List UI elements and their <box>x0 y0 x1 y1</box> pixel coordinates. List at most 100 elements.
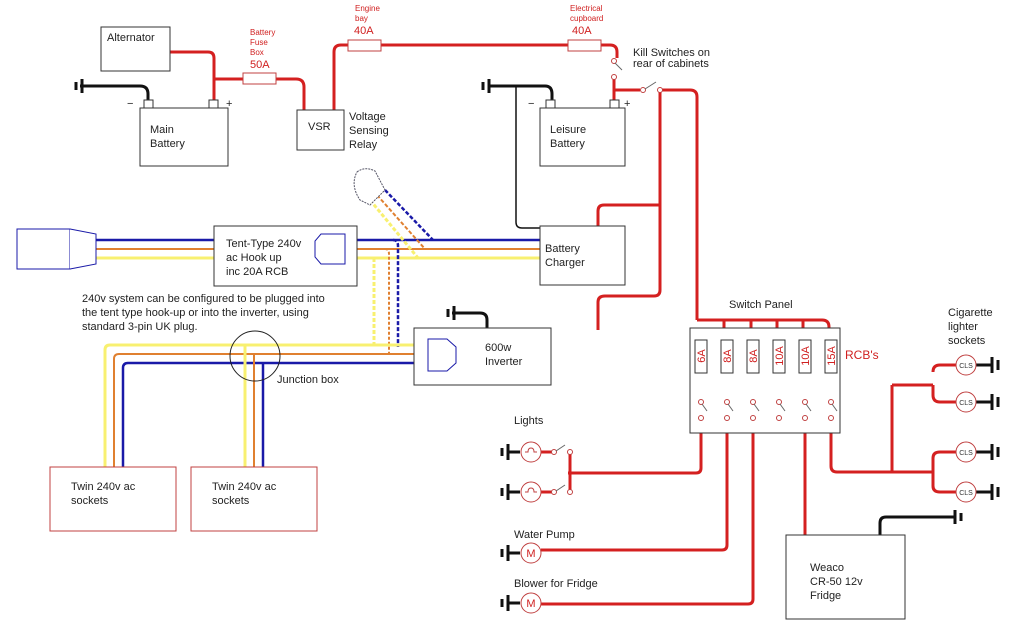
battery-charger: Battery Charger <box>539 225 626 286</box>
negative-terminal-label: − <box>127 98 133 110</box>
svg-text:Voltage: Voltage <box>349 111 386 123</box>
svg-text:Battery: Battery <box>150 138 185 150</box>
cls-socket: CLS <box>955 391 977 413</box>
positive-terminal-label: + <box>226 98 232 110</box>
svg-text:40A: 40A <box>354 25 374 37</box>
alternator: Alternator <box>100 26 171 72</box>
svg-text:Battery: Battery <box>550 138 585 150</box>
dc-wiring <box>170 43 960 606</box>
svg-text:CLS: CLS <box>959 400 973 407</box>
main-battery-label: Main <box>150 124 174 136</box>
svg-text:M: M <box>526 548 535 560</box>
lamp-icon <box>520 481 542 503</box>
svg-text:Switch Panel: Switch Panel <box>729 299 793 311</box>
twin-sockets-1: Twin 240v ac sockets <box>49 466 177 532</box>
svg-text:Fuse: Fuse <box>250 38 268 47</box>
fridge: Weaco CR-50 12v Fridge <box>785 534 906 620</box>
svg-text:ac Hook up: ac Hook up <box>226 252 282 264</box>
switch-panel: Switch Panel RCB's 6A 8A 8A 10A 10A 15A <box>689 299 879 434</box>
svg-text:Box: Box <box>250 48 264 57</box>
rcb-rating: 8A <box>722 349 734 363</box>
svg-text:Battery: Battery <box>250 28 275 37</box>
blower-for-fridge: Blower for Fridge M <box>514 578 598 614</box>
svg-text:Lights: Lights <box>514 415 544 427</box>
rcb-rating: 10A <box>774 346 786 366</box>
svg-text:Relay: Relay <box>349 139 378 151</box>
svg-text:inc 20A RCB: inc 20A RCB <box>226 266 288 278</box>
svg-text:Cigarette: Cigarette <box>948 307 993 319</box>
svg-text:bay: bay <box>355 14 368 23</box>
ground-icon <box>481 79 491 93</box>
rcb-breaker: 6A <box>694 339 708 421</box>
rcb-rating: 10A <box>800 346 812 366</box>
svg-text:VSR: VSR <box>308 121 331 133</box>
svg-text:+: + <box>624 98 630 110</box>
svg-text:Twin 240v ac: Twin 240v ac <box>71 481 136 493</box>
shore-power-plug <box>16 228 97 270</box>
rcb-rating: 6A <box>696 349 708 363</box>
svg-text:Tent-Type 240v: Tent-Type 240v <box>226 238 302 250</box>
svg-text:Leisure: Leisure <box>550 124 586 136</box>
kill-switches: Kill Switches on rear of cabinets <box>611 47 710 93</box>
svg-text:sockets: sockets <box>212 495 250 507</box>
ground-icon <box>74 79 84 93</box>
ac-wiring <box>96 189 540 470</box>
svg-text:Water Pump: Water Pump <box>514 529 575 541</box>
junction-box-icon <box>229 330 281 382</box>
svg-text:lighter: lighter <box>948 321 978 333</box>
svg-text:50A: 50A <box>250 59 270 71</box>
tent-hookup: Tent-Type 240v ac Hook up inc 20A RCB <box>213 225 358 287</box>
svg-text:Inverter: Inverter <box>485 356 523 368</box>
svg-text:cupboard: cupboard <box>570 14 603 23</box>
svg-text:CLS: CLS <box>959 450 973 457</box>
cls-socket: CLS <box>955 481 977 503</box>
svg-text:Engine: Engine <box>355 4 380 13</box>
rcb-breaker: 15A <box>824 339 838 421</box>
svg-text:standard 3-pin UK plug.: standard 3-pin UK plug. <box>82 321 198 333</box>
fuse-engine-bay: Engine bay 40A <box>347 4 382 52</box>
svg-text:sockets: sockets <box>71 495 109 507</box>
svg-text:−: − <box>528 98 534 110</box>
fuse-battery-fuse-box: Battery Fuse Box 50A <box>242 28 277 85</box>
ground-icon <box>500 595 520 611</box>
cls-socket: CLS <box>955 354 977 376</box>
svg-text:CLS: CLS <box>959 490 973 497</box>
rcb-breaker: 10A <box>798 339 812 421</box>
svg-text:Electrical: Electrical <box>570 4 603 13</box>
ground-icon <box>446 306 456 320</box>
svg-text:40A: 40A <box>572 25 592 37</box>
rcb-breaker: 8A <box>746 339 760 421</box>
rcb-rating: 15A <box>826 346 838 366</box>
alternator-label: Alternator <box>107 32 155 44</box>
svg-text:RCB's: RCB's <box>845 348 879 362</box>
svg-text:the tent type hook-up or into: the tent type hook-up or into the invert… <box>82 307 309 319</box>
fuse-electrical-cupboard: Electrical cupboard 40A <box>567 4 603 52</box>
lights: Lights <box>514 415 573 503</box>
water-pump: Water Pump M <box>514 529 575 564</box>
svg-text:Charger: Charger <box>545 257 585 269</box>
rcb-breaker: 10A <box>772 339 786 421</box>
svg-text:CLS: CLS <box>959 363 973 370</box>
svg-text:Twin 240v ac: Twin 240v ac <box>212 481 277 493</box>
ground-icon <box>500 484 520 500</box>
leisure-battery: Leisure Battery − + <box>528 98 630 167</box>
ground-icon <box>500 444 520 460</box>
svg-text:Blower for Fridge: Blower for Fridge <box>514 578 598 590</box>
rcb-rating: 8A <box>748 349 760 363</box>
motor-icon: M <box>520 542 542 564</box>
svg-text:M: M <box>526 598 535 610</box>
svg-text:Kill Switches on: Kill Switches on <box>633 47 710 59</box>
svg-text:Weaco: Weaco <box>810 562 844 574</box>
svg-text:rear of cabinets: rear of cabinets <box>633 58 709 70</box>
uk-3pin-plug-icon <box>353 168 386 206</box>
svg-text:CR-50 12v: CR-50 12v <box>810 576 863 588</box>
svg-text:240v system can be configured: 240v system can be configured to be plug… <box>82 293 325 305</box>
svg-text:600w: 600w <box>485 342 511 354</box>
motor-icon: M <box>520 592 542 614</box>
lamp-icon <box>520 441 542 463</box>
svg-text:Sensing: Sensing <box>349 125 389 137</box>
svg-text:Fridge: Fridge <box>810 590 841 602</box>
rcb-breaker: 8A <box>720 339 734 421</box>
svg-text:sockets: sockets <box>948 335 986 347</box>
